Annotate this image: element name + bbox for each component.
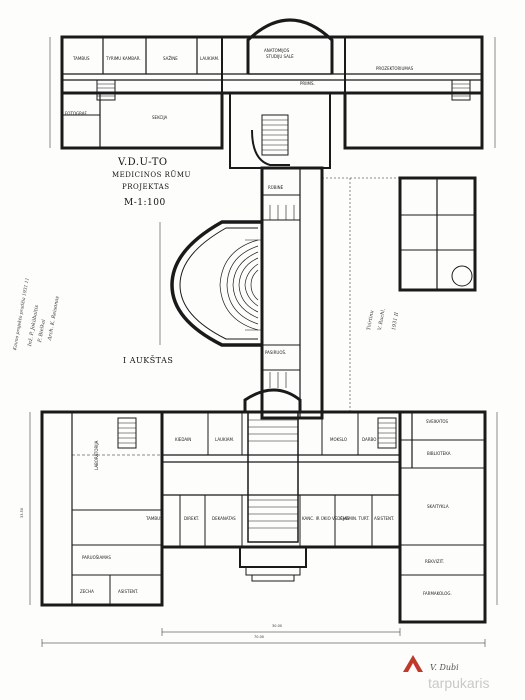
bottom-left-block	[40, 410, 164, 607]
room-label: CHEMIN. TURT.	[340, 516, 370, 521]
top-right-block	[343, 91, 484, 150]
central-hub-top	[229, 92, 331, 169]
room-label: ANATOMIJOS	[264, 48, 290, 53]
room-label: RŪBINĖ	[268, 185, 284, 190]
signature: V. Dubi	[430, 663, 459, 672]
room-label: PROZEKTORIUMAS	[376, 66, 414, 71]
room-label: SAŽINE	[163, 56, 178, 61]
room-label: KIEDAIN	[175, 437, 192, 442]
room-label: ASISTENT.	[118, 589, 139, 594]
floor-label: I AUKŠTAS	[123, 356, 174, 365]
main-entrance	[239, 546, 307, 568]
title-line-2: MEDICINOS RŪMU	[112, 171, 191, 179]
room-label: PRIIMS.	[300, 81, 315, 86]
room-label: DARBO	[362, 437, 377, 442]
room-label: LAUKIAM.	[215, 437, 235, 442]
room-label: MOKSLO	[330, 437, 347, 442]
auditorium-outline	[170, 220, 262, 347]
anatomy-apse	[246, 18, 334, 74]
room-label: TYRIMU KAMBAR.	[106, 56, 141, 61]
room-label: STUDIJU SALĖ	[266, 54, 294, 59]
bottom-middle-block	[160, 410, 402, 549]
room-label: TAMBUS	[146, 516, 163, 521]
room-label: FARMAKOLOG.	[423, 591, 452, 596]
scale-label: M-1:100	[124, 198, 166, 208]
title-line-3: PROJEKTAS	[122, 183, 170, 191]
room-label: TAMBUS	[73, 56, 90, 61]
room-label: REKVIZIT.	[425, 559, 445, 564]
central-hub-bottom	[247, 411, 299, 543]
top-left-block	[60, 91, 224, 150]
room-label: BIBLIOTEKA	[427, 451, 451, 456]
title-line-1: V.D.U-TO	[118, 157, 168, 168]
auditorium-seating	[219, 239, 259, 331]
dimension-side: 33.50	[20, 507, 24, 518]
room-label: DIREKT.	[184, 516, 200, 521]
room-label: PASIRUOŠ.	[265, 350, 287, 355]
room-label: LABORATORIJA	[94, 440, 99, 470]
room-label: ASISTENT.	[374, 516, 395, 521]
room-label: LAUKIAM.	[200, 56, 220, 61]
room-label: PARUOŠIAMAS	[82, 555, 111, 560]
central-spine	[260, 166, 324, 420]
room-label: SVEIKATOS	[426, 419, 449, 424]
dimension-inner: 30.00	[272, 624, 283, 628]
watermark-text: tarpukaris	[428, 675, 490, 691]
room-label: FOTOGRAF.	[65, 111, 88, 116]
room-label: SKAITYKLA	[427, 504, 449, 509]
room-label: ZECHA	[80, 589, 94, 594]
room-label: KANC. IR ŪKIO VEDĖJAS	[302, 516, 350, 521]
dimension-total: 70.00	[254, 635, 265, 639]
room-label: SEKCIJA	[152, 115, 168, 120]
room-label: DEKANATAS	[212, 516, 236, 521]
top-wing-outline	[60, 35, 484, 95]
